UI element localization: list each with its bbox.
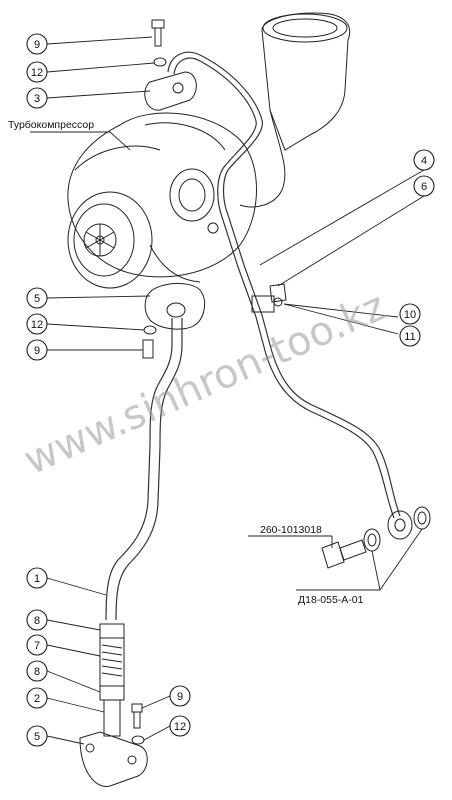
mid-bolt: [142, 339, 154, 359]
svg-text:6: 6: [421, 181, 427, 193]
callout-5-lower: 5: [26, 725, 48, 747]
oil-supply-assembly: [144, 19, 431, 569]
svg-text:5: 5: [34, 293, 40, 305]
hose-clamp-upper: [99, 623, 125, 639]
turbocharger-label: Турбокомпрессор: [8, 119, 94, 131]
callout-8-upper: 8: [26, 609, 48, 631]
svg-text:12: 12: [174, 721, 186, 733]
upper-drain-flange-bore: [166, 302, 186, 318]
hose-hatching: [101, 644, 123, 677]
callout-1: 1: [26, 567, 48, 589]
oil-supply-pipe-inner: [173, 57, 395, 519]
banjo-bore: [394, 518, 406, 532]
bolt-code-label: 260-1013018: [260, 524, 322, 536]
lower-housing-edge: [149, 244, 201, 283]
lower-bolt-head: [131, 703, 143, 713]
callout-4: 4: [413, 149, 435, 171]
compressor-outer: [67, 191, 153, 289]
compressor-ring: [73, 203, 135, 277]
lower-tube: [103, 699, 121, 737]
callout-11: 11: [399, 325, 421, 347]
drain-pipe-outer: [105, 318, 173, 621]
svg-text:9: 9: [34, 345, 40, 357]
watermark: www.sinhron-too.kz: [17, 283, 392, 484]
banjo-bolt-head: [321, 541, 345, 569]
top-bolt-shank: [154, 27, 162, 47]
lower-drain-flange: [79, 731, 148, 787]
outlet-housing-edge: [239, 109, 286, 208]
compressor-blades: [85, 224, 115, 256]
svg-text:7: 7: [34, 640, 40, 652]
bearing-bore: [178, 178, 206, 212]
pipe-clamp: [251, 295, 275, 313]
clamp-nut: [273, 297, 283, 307]
housing-rib-2: [74, 145, 161, 171]
svg-text:4: 4: [421, 155, 427, 167]
hose-clamp-lower: [99, 685, 125, 701]
oil-supply-pipe-outer: [167, 51, 401, 517]
callout-2: 2: [26, 687, 48, 709]
banjo-washer-left: [363, 528, 381, 552]
callout-12-mid: 12: [26, 313, 48, 335]
clamp-bracket: [269, 283, 287, 303]
leader-lines: [30, 36, 425, 745]
bearing-housing: [169, 168, 215, 222]
turbocharger-assembly: [67, 12, 351, 289]
svg-text:12: 12: [31, 319, 43, 331]
svg-text:8: 8: [34, 615, 40, 627]
svg-text:12: 12: [31, 67, 43, 79]
svg-text:9: 9: [177, 691, 183, 703]
callout-12-lower: 12: [169, 715, 191, 737]
outlet-flange: [262, 13, 348, 43]
lower-bolt-shank: [133, 711, 141, 729]
svg-text:3: 3: [34, 93, 40, 105]
banjo-washer-right-bore: [417, 511, 427, 525]
callout-9-mid: 9: [26, 339, 48, 361]
lower-flange-hole-left: [85, 743, 95, 753]
callout-7: 7: [26, 634, 48, 656]
callout-9-lower: 9: [169, 685, 191, 707]
callout-10: 10: [399, 303, 421, 325]
top-bolt-head: [151, 19, 165, 29]
banjo-washer-left-bore: [367, 533, 377, 547]
callout-9-top: 9: [26, 33, 48, 55]
top-flange: [144, 71, 197, 111]
svg-text:5: 5: [34, 731, 40, 743]
svg-text:11: 11: [404, 331, 415, 343]
lower-washer: [131, 735, 145, 745]
fitting-bolt: [207, 222, 219, 234]
banjo-fitting: [387, 510, 413, 540]
top-washer: [153, 57, 167, 67]
mid-washer: [143, 325, 157, 335]
callout-6: 6: [413, 175, 435, 197]
lower-flange-hole-right: [127, 755, 137, 765]
outlet-bore: [272, 18, 338, 38]
callouts: 9 12 3 4 6 5 12 9 10 11 1 8 7 8 2 9 12 5: [26, 33, 435, 747]
callout-3: 3: [26, 87, 48, 109]
svg-text:8: 8: [34, 666, 40, 678]
callout-12-top: 12: [26, 61, 48, 83]
housing-rib: [144, 122, 226, 151]
banjo-washer-right: [413, 506, 431, 530]
washer-code-label: Д18-055-А-01: [298, 594, 364, 606]
top-flange-hole: [172, 82, 184, 94]
svg-text:2: 2: [34, 693, 40, 705]
compressor-hub: [95, 235, 105, 245]
upper-drain-flange: [144, 283, 206, 330]
svg-text:10: 10: [404, 309, 416, 321]
callout-8-lower: 8: [26, 660, 48, 682]
svg-text:9: 9: [34, 39, 40, 51]
turbine-housing: [67, 112, 257, 278]
drain-pipe-inner: [115, 318, 183, 621]
banjo-bolt-shank: [339, 539, 367, 561]
callout-5-top: 5: [26, 287, 48, 309]
svg-text:1: 1: [34, 573, 40, 585]
